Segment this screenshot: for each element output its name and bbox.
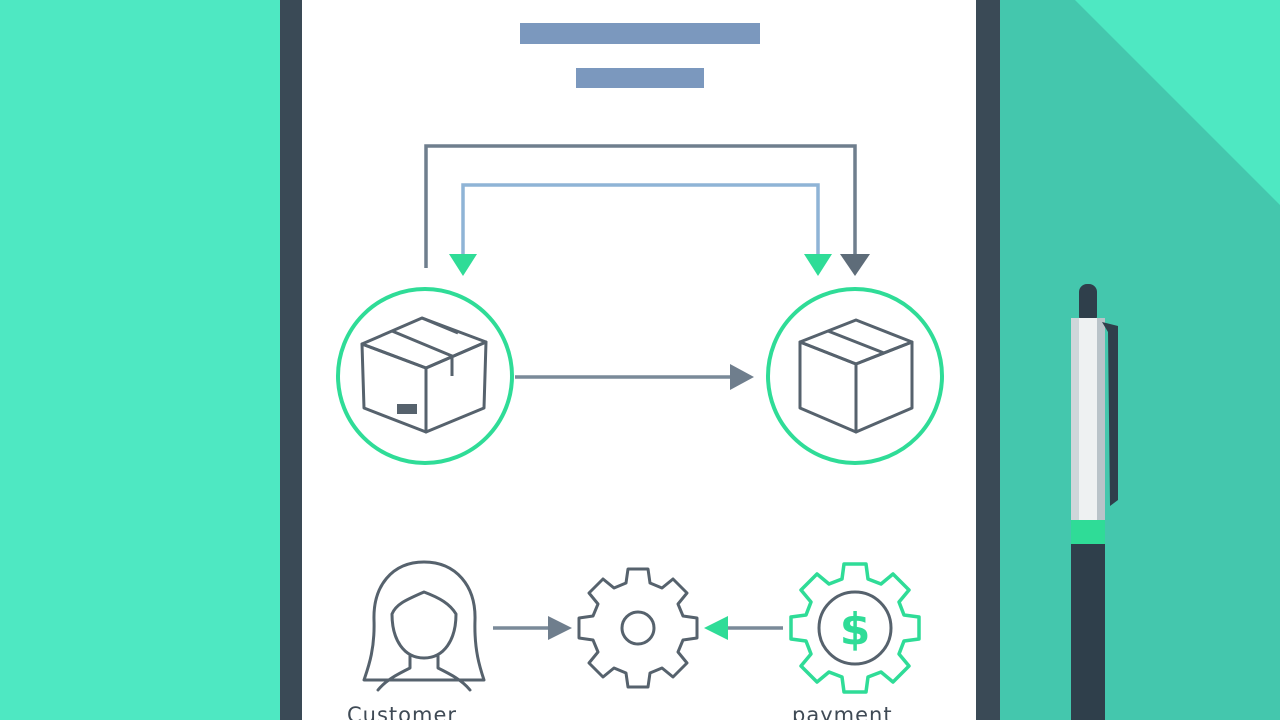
payment-to-process-arrowhead (704, 616, 728, 640)
package-closed-icon (798, 318, 914, 434)
package-node-left-ring (336, 287, 514, 465)
package-transfer-arrowhead (730, 364, 754, 390)
inner-loop-arrowhead-right (804, 254, 832, 276)
customer-to-process-arrowhead (548, 616, 572, 640)
background-shadow (1000, 0, 1280, 720)
svg-text:$: $ (840, 604, 871, 655)
package-node-left (336, 287, 514, 465)
outer-loop-connector (424, 144, 857, 268)
package-node-right (766, 287, 944, 465)
subtitle-bar (576, 68, 704, 88)
dollar-gear-icon: $ (789, 562, 921, 694)
package-node-right-ring (766, 287, 944, 465)
person-icon (362, 560, 486, 692)
customer-label: Customer (347, 703, 458, 720)
outer-loop-arrowhead (840, 254, 870, 276)
inner-loop-connector (461, 183, 820, 256)
package-open-icon (360, 316, 488, 434)
payment-label: payment (792, 703, 893, 720)
pen-icon (1071, 284, 1118, 720)
title-bar (520, 23, 760, 44)
inner-loop-arrowhead-left (449, 254, 477, 276)
gear-icon (577, 567, 699, 689)
